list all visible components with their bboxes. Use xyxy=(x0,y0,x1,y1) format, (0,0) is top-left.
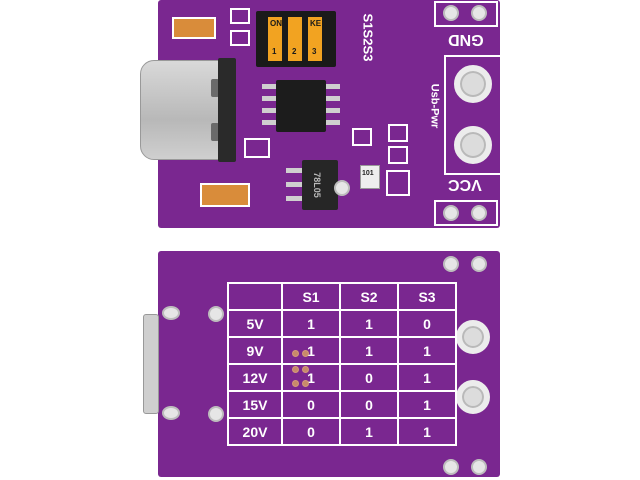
pad xyxy=(471,205,487,221)
table-cell: 0 xyxy=(281,390,341,419)
table-cell: 1 xyxy=(281,363,341,392)
regulator-label: 78L05 xyxy=(311,172,322,198)
table-header-row: S1 S2 S3 xyxy=(227,282,457,311)
dip-ke-label: KE xyxy=(310,19,322,28)
table-row: 9V 1 1 1 xyxy=(227,336,457,365)
smd-pad xyxy=(388,124,408,142)
table-cell: 1 xyxy=(281,336,341,365)
table-cell: 1 xyxy=(397,417,457,446)
dip-switch-3[interactable] xyxy=(308,17,322,61)
via-pad xyxy=(208,406,224,422)
usb-solder-pad xyxy=(162,406,180,420)
table-cell: 0 xyxy=(397,309,457,338)
regulator-pin xyxy=(286,182,302,187)
voltage-regulator xyxy=(302,160,338,210)
test-pad xyxy=(334,180,350,196)
s2-label: S2 xyxy=(360,29,376,46)
regulator-pin xyxy=(286,168,302,173)
via xyxy=(292,350,299,357)
dip-number-3: 3 xyxy=(312,47,317,56)
pad xyxy=(443,205,459,221)
s1-label: S1 xyxy=(360,13,376,30)
table-cell: 0 xyxy=(339,363,399,392)
table-cell: 1 xyxy=(339,336,399,365)
table-header-cell: S2 xyxy=(339,282,399,311)
dip-on-label: ON xyxy=(270,19,282,28)
table-cell: 0 xyxy=(339,390,399,419)
via xyxy=(292,366,299,373)
dip-switch-1[interactable] xyxy=(268,17,282,61)
pad xyxy=(471,256,487,272)
smd-pad xyxy=(244,138,270,158)
pad xyxy=(471,5,487,21)
pad xyxy=(443,256,459,272)
led-footprint xyxy=(386,170,410,196)
usb-solder-pad xyxy=(162,306,180,320)
table-cell: 12V xyxy=(227,363,283,392)
voltage-switch-table: S1 S2 S3 5V 1 1 0 9V 1 1 1 12V 1 0 1 15V… xyxy=(227,282,457,446)
gnd-label: GND xyxy=(448,31,484,48)
vcc-terminal-hole xyxy=(454,126,492,164)
capacitor xyxy=(200,183,250,207)
smd-pad xyxy=(352,128,372,146)
table-row: 5V 1 1 0 xyxy=(227,309,457,338)
via xyxy=(302,380,309,387)
pad xyxy=(471,459,487,475)
smd-pad xyxy=(230,8,250,24)
table-cell: 1 xyxy=(397,363,457,392)
ic-pin xyxy=(262,120,276,125)
dip-switch-2[interactable] xyxy=(288,17,302,61)
smd-pad xyxy=(230,30,250,46)
table-row: 12V 1 0 1 xyxy=(227,363,457,392)
table-cell: 1 xyxy=(397,336,457,365)
via-pad xyxy=(208,306,224,322)
mounting-hole xyxy=(456,380,490,414)
usb-connector-edge xyxy=(143,314,159,414)
ic-pin xyxy=(262,96,276,101)
table-header-cell xyxy=(227,282,283,311)
via xyxy=(302,366,309,373)
table-row: 15V 0 0 1 xyxy=(227,390,457,419)
ic-pin xyxy=(262,108,276,113)
pad xyxy=(443,5,459,21)
table-cell: 1 xyxy=(281,309,341,338)
resistor-label: 101 xyxy=(362,170,374,177)
via xyxy=(302,350,309,357)
s3-label: S3 xyxy=(360,45,376,62)
mounting-hole xyxy=(456,320,490,354)
dip-number-1: 1 xyxy=(272,47,277,56)
table-header-cell: S3 xyxy=(397,282,457,311)
table-cell: 20V xyxy=(227,417,283,446)
resistor xyxy=(360,165,380,189)
via xyxy=(292,380,299,387)
table-cell: 15V xyxy=(227,390,283,419)
ic-pin xyxy=(326,84,340,89)
pad xyxy=(443,459,459,475)
controller-ic xyxy=(276,80,326,132)
vcc-label: VCC xyxy=(448,176,482,193)
gnd-terminal-hole xyxy=(454,65,492,103)
table-cell: 1 xyxy=(339,417,399,446)
dip-number-2: 2 xyxy=(292,47,297,56)
ic-pin xyxy=(326,108,340,113)
table-cell: 9V xyxy=(227,336,283,365)
table-cell: 1 xyxy=(339,309,399,338)
ic-pin xyxy=(326,96,340,101)
table-header-cell: S1 xyxy=(281,282,341,311)
usb-slot xyxy=(211,79,219,97)
regulator-pin xyxy=(286,196,302,201)
smd-pad xyxy=(388,146,408,164)
table-cell: 1 xyxy=(397,390,457,419)
usb-pin-block xyxy=(218,58,236,162)
usb-pwr-label: Usb-Pwr xyxy=(428,83,441,129)
usb-slot xyxy=(211,123,219,141)
table-cell: 5V xyxy=(227,309,283,338)
table-row: 20V 0 1 1 xyxy=(227,417,457,446)
ic-pin xyxy=(262,84,276,89)
dip-switch[interactable]: ON KE 1 2 3 xyxy=(256,11,336,67)
capacitor xyxy=(172,17,216,39)
table-cell: 0 xyxy=(281,417,341,446)
ic-pin xyxy=(326,120,340,125)
